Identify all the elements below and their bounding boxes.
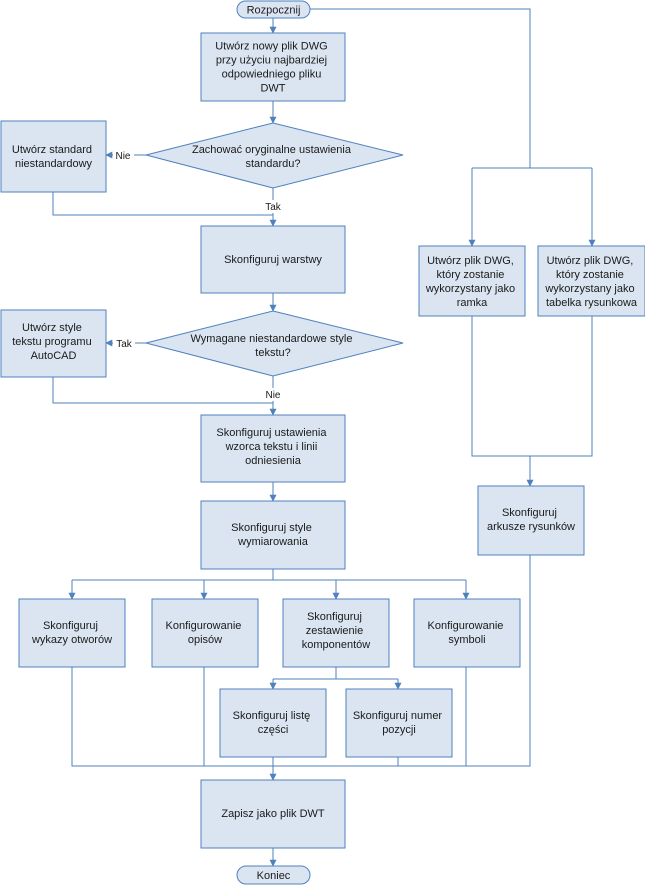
node-save-dwt-line-1: Zapisz jako plik DWT	[221, 808, 325, 820]
svg-text:Utwórz plik DWG, który: Utwórz plik DWG, który zostanie wykorzys…	[425, 255, 518, 309]
node-annotations-line-2: opisów	[188, 634, 222, 646]
node-text-styles: Utwórz style tekstu programu AutoCAD	[0, 309, 107, 378]
svg-text:Skonfiguruj arkusze ry: Skonfiguruj arkusze rysunków	[487, 507, 575, 533]
svg-text:Konfigurowanie symboli: Konfigurowanie symboli	[428, 620, 507, 646]
node-titleblock-dwg-line-1: Utwórz plik DWG,	[547, 255, 634, 267]
edge-holes-down	[71, 667, 273, 767]
node-text-leader-line-1: Skonfiguruj ustawienia	[216, 427, 327, 439]
edge-label-yes-2: Tak	[116, 339, 133, 350]
svg-text:Wymagane niestandardowe style: Wymagane niestandardowe style tekstu?	[191, 333, 356, 359]
node-sheets-line-1: Skonfiguruj	[502, 507, 557, 519]
node-symbols: Konfigurowanie symboli	[413, 598, 521, 668]
svg-text:Skonfiguruj zestawieni: Skonfiguruj zestawienie komponentów	[302, 611, 371, 651]
node-symbols-line-1: Konfigurowanie	[428, 620, 504, 632]
svg-text:Utwórz nowy plik DWG p: Utwórz nowy plik DWG przy użyciu najbard…	[215, 41, 331, 95]
node-keep-standards-decision: Zachować oryginalne ustawienia standardu…	[145, 122, 404, 189]
node-start: Rozpocznij	[236, 0, 311, 19]
svg-text:Zachować oryginalne ustawienia: Zachować oryginalne ustawienia standardu…	[192, 144, 354, 170]
node-border-dwg-line-4: ramka	[457, 297, 488, 309]
svg-text:Zapisz jako plik DWT: Zapisz jako plik DWT	[221, 808, 325, 820]
node-need-text-styles-line-2: tekstu?	[255, 347, 290, 359]
node-text-styles-line-2: tekstu programu	[12, 336, 91, 348]
svg-text:Utwórz style tekstu pr: Utwórz style tekstu programu AutoCAD	[12, 322, 95, 362]
edge-sheets-to-save	[273, 555, 531, 767]
svg-text:Skonfiguruj listę częś: Skonfiguruj listę części	[233, 710, 314, 736]
node-custom-standard: Utwórz standard niestandardowy	[0, 120, 107, 193]
svg-text:Skonfiguruj wykazy otw: Skonfiguruj wykazy otworów	[31, 620, 112, 646]
node-text-styles-line-3: AutoCAD	[31, 350, 77, 362]
node-create-dwg: Utwórz nowy plik DWG przy użyciu najbard…	[200, 32, 346, 102]
node-custom-standard-line-1: Utwórz standard	[12, 144, 92, 156]
node-start-label: Rozpocznij	[247, 5, 301, 17]
node-need-text-styles-decision: Wymagane niestandardowe style tekstu?	[145, 310, 404, 377]
node-titleblock-dwg-line-4: tabelka rysunkowa	[546, 297, 638, 309]
node-balloons-line-2: pozycji	[382, 724, 416, 736]
edge-label-no-1: Nie	[115, 151, 130, 162]
svg-text:Skonfiguruj style wymi: Skonfiguruj style wymiarowania	[231, 522, 315, 548]
edge-border-to-merge	[471, 316, 530, 457]
node-end: Koniec	[236, 865, 311, 885]
node-end-label: Koniec	[257, 870, 291, 882]
node-hole-tables: Skonfiguruj wykazy otworów	[18, 598, 126, 668]
node-create-dwg-line-1: Utwórz nowy plik DWG	[215, 41, 327, 53]
svg-text:Konfigurowanie opisów: Konfigurowanie opisów	[166, 620, 245, 646]
svg-text:Utwórz plik DWG, który: Utwórz plik DWG, który zostanie wykorzys…	[544, 255, 638, 309]
node-dim-styles: Skonfiguruj style wymiarowania	[200, 500, 346, 570]
node-bom-line-3: komponentów	[302, 639, 371, 651]
node-titleblock-dwg-line-2: który zostanie	[556, 269, 624, 281]
svg-text:Skonfiguruj warstwy: Skonfiguruj warstwy	[224, 254, 322, 266]
edge-label-no-2: Nie	[265, 390, 280, 401]
node-border-dwg-line-2: który zostanie	[437, 269, 505, 281]
node-create-dwg-line-2: przy użyciu najbardziej	[216, 55, 327, 67]
node-text-leader-line-3: odniesienia	[245, 455, 302, 467]
edge-start-to-right	[310, 8, 531, 168]
node-titleblock-dwg: Utwórz plik DWG, który zostanie wykorzys…	[537, 245, 645, 317]
edge-label-yes-1: Tak	[265, 202, 282, 213]
node-text-leader-line-2: wzorca tekstu i linii	[225, 441, 318, 453]
node-parts-list: Skonfiguruj listę części	[219, 688, 327, 758]
node-keep-standards-line-2: standardu?	[245, 158, 300, 170]
node-border-dwg-line-3: wykorzystany jako	[425, 283, 515, 295]
edge-textstyles-back	[52, 377, 273, 404]
edge-titleblock-to-merge	[530, 316, 593, 457]
node-custom-standard-line-2: niestandardowy	[15, 158, 93, 170]
node-sheets-line-2: arkusze rysunków	[487, 521, 575, 533]
node-titleblock-dwg-line-3: wykorzystany jako	[544, 283, 634, 295]
node-sheets: Skonfiguruj arkusze rysunków	[477, 485, 585, 556]
connectors	[52, 8, 596, 867]
edge-custom-back	[52, 192, 273, 216]
node-dim-styles-line-2: wymiarowania	[237, 536, 309, 548]
node-annotations: Konfigurowanie opisów	[151, 598, 259, 668]
node-hole-tables-line-1: Skonfiguruj	[43, 620, 98, 632]
node-balloons-line-1: Skonfiguruj numer	[353, 710, 443, 722]
node-annotations-line-1: Konfigurowanie	[166, 620, 242, 632]
node-parts-list-line-2: części	[258, 724, 289, 736]
node-bom-line-1: Skonfiguruj	[307, 611, 362, 623]
node-save-dwt: Zapisz jako plik DWT	[200, 779, 346, 849]
node-keep-standards-line-1: Zachować oryginalne ustawienia	[192, 144, 352, 156]
node-create-dwg-line-4: DWT	[260, 83, 285, 95]
node-need-text-styles-line-1: Wymagane niestandardowe style	[191, 333, 353, 345]
node-parts-list-line-1: Skonfiguruj listę	[233, 710, 311, 722]
node-balloons: Skonfiguruj numer pozycji	[345, 688, 453, 758]
svg-text:Skonfiguruj ustawienia: Skonfiguruj ustawienia wzorca tekstu i l…	[216, 427, 329, 467]
node-border-dwg: Utwórz plik DWG, który zostanie wykorzys…	[418, 245, 526, 317]
node-hole-tables-line-2: wykazy otworów	[31, 634, 112, 646]
node-bom-line-2: zestawienie	[306, 625, 363, 637]
node-create-dwg-line-3: odpowiedniego pliku	[222, 69, 322, 81]
node-layers-line-1: Skonfiguruj warstwy	[224, 254, 322, 266]
node-layers: Skonfiguruj warstwy	[200, 225, 346, 294]
svg-text:Utwórz standard niesta: Utwórz standard niestandardowy	[12, 144, 95, 170]
node-text-leader: Skonfiguruj ustawienia wzorca tekstu i l…	[200, 414, 346, 483]
node-symbols-line-2: symboli	[448, 634, 485, 646]
node-border-dwg-line-1: Utwórz plik DWG,	[427, 255, 514, 267]
node-text-styles-line-1: Utwórz style	[22, 322, 82, 334]
node-bom: Skonfiguruj zestawienie komponentów	[282, 598, 390, 668]
edge-labels: Nie Tak Tak Nie	[113, 149, 284, 401]
node-dim-styles-line-1: Skonfiguruj style	[231, 522, 312, 534]
svg-text:Skonfiguruj numer pozy: Skonfiguruj numer pozycji	[353, 710, 445, 736]
